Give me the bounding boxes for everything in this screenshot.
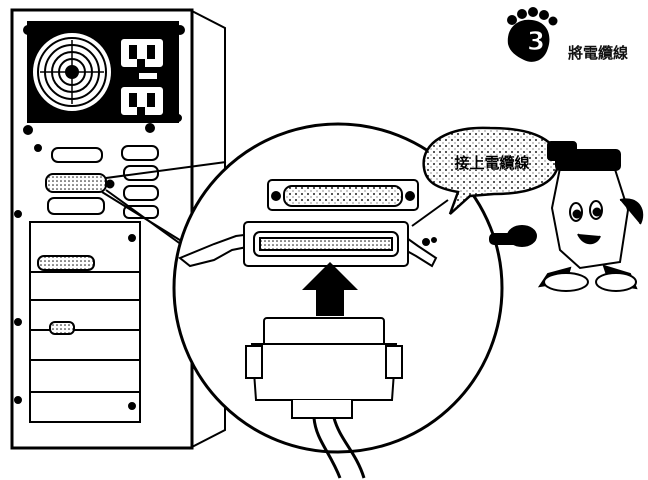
insert-arrow-icon [302, 262, 358, 316]
centronics-connector-icon [178, 221, 438, 268]
speech-bubble: 接上電纜線 [422, 126, 560, 215]
db25-port [267, 179, 419, 211]
cable-plug [245, 317, 403, 479]
parallel-port-icon [45, 173, 115, 193]
printer-mascot-icon [489, 141, 644, 292]
step-instruction: 將電纜線 [568, 44, 629, 62]
magnified-view [172, 122, 504, 479]
step-number: 3 [527, 27, 545, 57]
expansion-slots [14, 210, 141, 423]
footprint-icon: 3 [507, 7, 558, 62]
callout-text: 接上電纜線 [454, 154, 529, 172]
